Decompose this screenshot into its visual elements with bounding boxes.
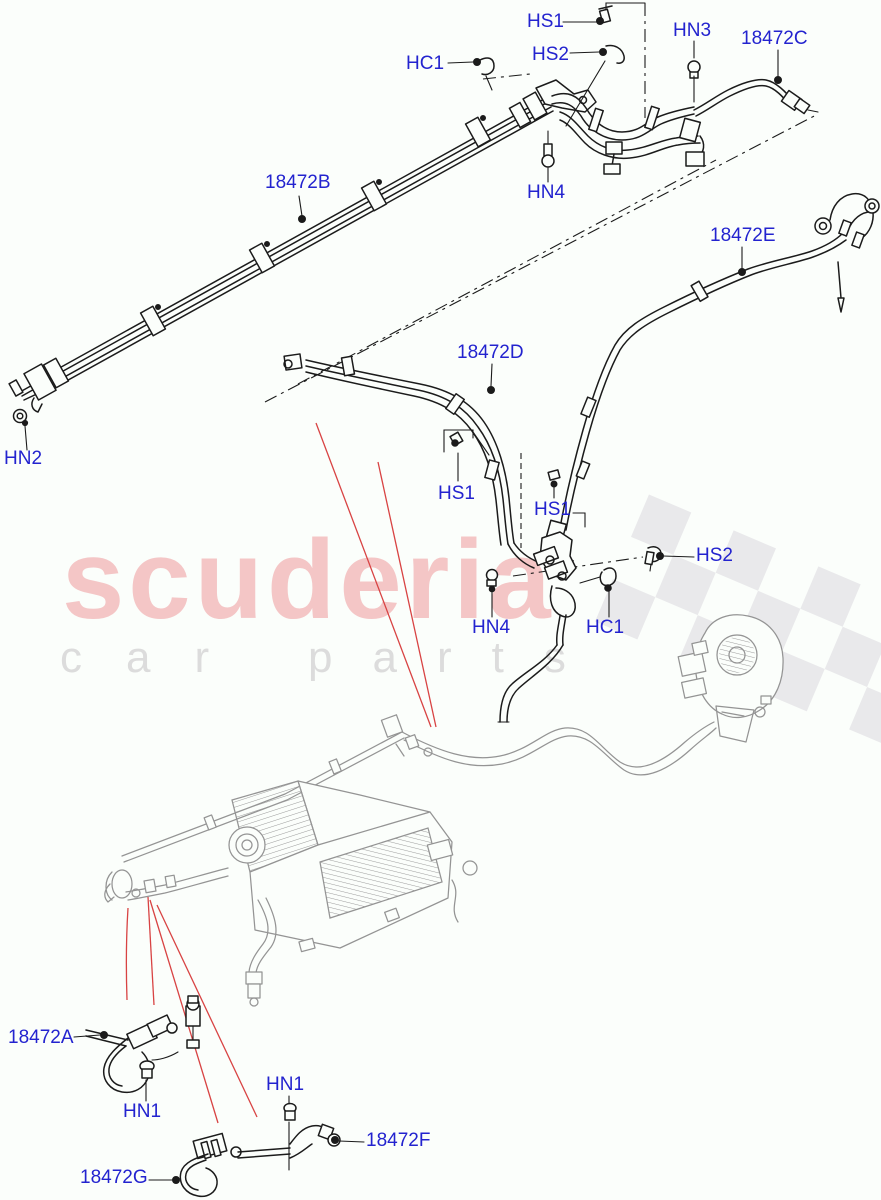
part-label-18472C[interactable]: 18472C [741, 28, 808, 49]
fastener-HS1-top [598, 2, 646, 24]
fastener-HC1-mid [599, 567, 617, 587]
part-label-18472A[interactable]: 18472A [8, 1027, 74, 1048]
part-label-HN1-left[interactable]: HN1 [123, 1101, 162, 1122]
part-label-18472E[interactable]: 18472E [710, 225, 776, 246]
fastener-HN2 [12, 408, 29, 451]
reference-lines [264, 3, 819, 577]
part-label-18472G[interactable]: 18472G [80, 1167, 148, 1188]
hose-cluster-top [535, 60, 705, 175]
fastener-HN1-left [139, 1060, 155, 1102]
fastener-HS2-mid [644, 546, 662, 572]
part-label-HN4-top[interactable]: HN4 [527, 182, 566, 203]
part-label-HS1-mid[interactable]: HS1 [534, 499, 571, 520]
part-label-HN3[interactable]: HN3 [673, 20, 712, 41]
red-leader-lines [125, 422, 437, 1124]
leader-lines [73, 17, 782, 1184]
fastener-HN4-top [541, 143, 555, 168]
part-drawing-18472D [283, 353, 515, 546]
part-label-18472B[interactable]: 18472B [265, 172, 331, 193]
part-label-HS2-top[interactable]: HS2 [532, 44, 569, 65]
part-label-HN2[interactable]: HN2 [4, 448, 43, 469]
part-drawing-18472B [8, 91, 554, 413]
ghost-vehicle-assembly [104, 614, 784, 1007]
watermark-sub-parts: parts [308, 633, 606, 682]
part-drawing-18472G [179, 1132, 291, 1198]
part-label-18472D[interactable]: 18472D [457, 342, 524, 363]
part-label-18472F[interactable]: 18472F [366, 1130, 431, 1151]
fastener-HN1-right [283, 1095, 297, 1171]
part-label-HC1-top[interactable]: HC1 [406, 53, 445, 74]
part-label-HS2-mid[interactable]: HS2 [696, 545, 733, 566]
part-label-HC1-mid[interactable]: HC1 [586, 617, 625, 638]
fastener-HS2-top [605, 44, 625, 64]
fastener-HS1-mid-left [443, 429, 490, 482]
watermark-sub-car: car [60, 633, 254, 682]
fastener-HN3 [687, 60, 701, 79]
part-label-HS1-mid-left[interactable]: HS1 [438, 483, 475, 504]
part-drawing-18472E [544, 192, 880, 572]
part-label-HN4-mid[interactable]: HN4 [472, 617, 511, 638]
part-drawing-18472A [85, 995, 201, 1094]
part-label-HN1-right[interactable]: HN1 [266, 1074, 305, 1095]
watermark-brand: scuderia [62, 517, 555, 642]
fastener-HN4-mid [485, 568, 499, 593]
fastener-HS1-mid [547, 469, 586, 528]
part-label-HS1-top[interactable]: HS1 [527, 11, 564, 32]
junction-cluster-mid [497, 531, 601, 723]
part-drawing-18472C [693, 78, 819, 117]
fastener-HC1-top [479, 57, 495, 91]
